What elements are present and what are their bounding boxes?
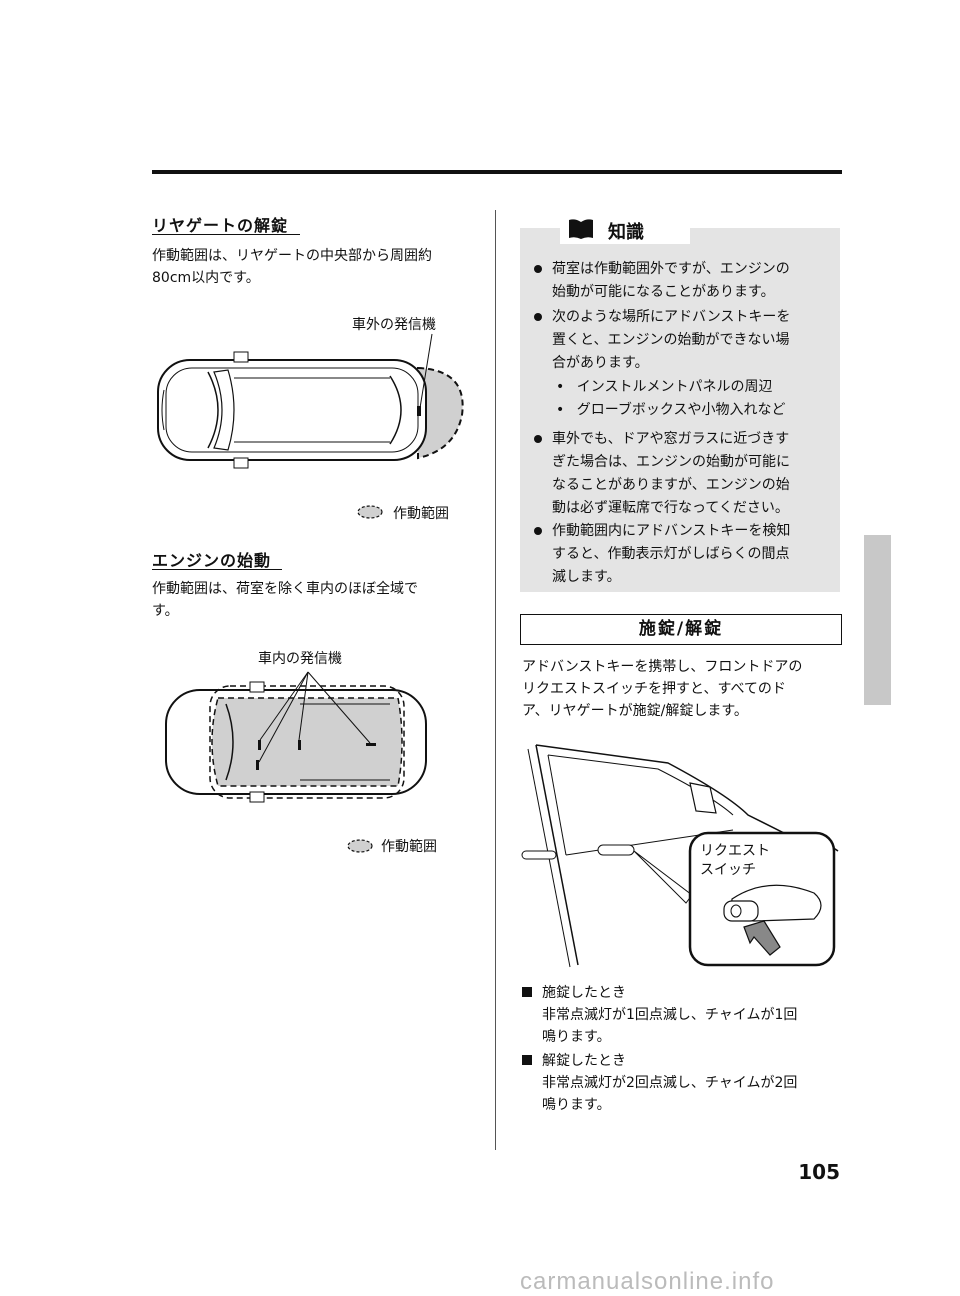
figure-door-request-switch bbox=[521, 744, 839, 968]
callout-exterior-transmitter: 車外の発信機 bbox=[352, 317, 436, 333]
figure-engine-start-range bbox=[165, 671, 427, 803]
info-subitem: • グローブボックスや小物入れなど bbox=[556, 402, 786, 418]
legend-operating-range: 作動範囲 bbox=[381, 839, 437, 855]
case-unlock: 解錠したとき 非常点滅灯が2回点滅し、チャイムが2回 鳴ります。 bbox=[522, 1050, 842, 1116]
range-legend-icon bbox=[357, 505, 383, 519]
top-rule bbox=[152, 170, 842, 174]
paragraph: 作動範囲は、リヤゲートの中央部から周囲約 80cm以内です。 bbox=[152, 248, 432, 286]
callout-interior-transmitter: 車内の発信機 bbox=[258, 651, 342, 667]
paragraph: 作動範囲は、荷室を除く車内のほぼ全域で す。 bbox=[152, 581, 418, 619]
section-title-underline bbox=[152, 234, 300, 235]
legend-operating-range: 作動範囲 bbox=[393, 506, 449, 522]
info-item: 作動範囲内にアドバンストキーを検知すると、作動表示灯がしばらくの間点滅します。 bbox=[534, 520, 834, 589]
case-lock: 施錠したとき 非常点滅灯が1回点滅し、チャイムが1回 鳴ります。 bbox=[522, 982, 842, 1048]
range-legend-icon bbox=[347, 839, 373, 853]
info-item: 車外でも、ドアや窓ガラスに近づきすぎた場合は、エンジンの始動が可能になることがあ… bbox=[534, 428, 834, 520]
section-title-engine-start: エンジンの始動 bbox=[152, 551, 272, 570]
page-number: 105 bbox=[798, 1160, 840, 1184]
info-box bbox=[520, 228, 840, 592]
info-item: 次のような場所にアドバンストキーを置くと、エンジンの始動ができない場合があります… bbox=[534, 306, 834, 375]
section-title-lock-unlock: 施錠/解錠 bbox=[520, 614, 842, 645]
section-title-underline bbox=[152, 569, 282, 570]
column-divider bbox=[495, 210, 496, 1150]
section-title-rear-gate: リヤゲートの解錠 bbox=[152, 216, 289, 235]
book-icon bbox=[569, 219, 593, 239]
info-item: 荷室は作動範囲外ですが、エンジンの始動が可能になることがあります。 bbox=[534, 258, 834, 304]
info-box-title: 知識 bbox=[560, 214, 690, 244]
callout-request-switch: リクエスト スイッチ bbox=[700, 843, 770, 878]
figure-rear-gate-range bbox=[157, 333, 464, 469]
watermark: carmanualsonline.info bbox=[520, 1268, 775, 1295]
chapter-tab bbox=[864, 535, 891, 705]
info-subitem: • インストルメントパネルの周辺 bbox=[556, 379, 773, 395]
paragraph: アドバンストキーを携帯し、フロントドアの リクエストスイッチを押すと、すべてのド… bbox=[522, 659, 803, 719]
